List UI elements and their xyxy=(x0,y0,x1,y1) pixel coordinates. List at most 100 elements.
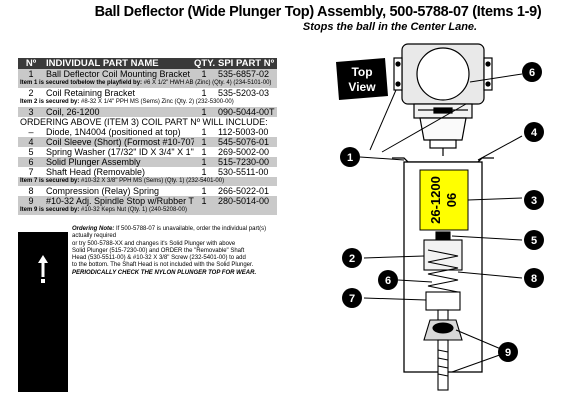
coil: 26-1200 06 xyxy=(419,169,469,231)
row-part: 530-5511-00 xyxy=(218,167,269,177)
row-part: 269-5002-00 xyxy=(218,147,270,157)
ordering-note-label: Ordering Note: xyxy=(72,226,115,232)
row-part: 266-5022-01 xyxy=(218,186,270,196)
note-text: #8-32 X 1/4" PPH MS (Sems) Zinc (Qty. 2)… xyxy=(79,99,234,105)
row-num: 1 xyxy=(28,69,34,79)
table-row: 9 #10-32 Adj. Spindle Stop w/Rubber Tip 1 2… xyxy=(18,196,277,206)
row-qty: 1 xyxy=(201,107,207,117)
callout-7 xyxy=(342,288,362,308)
row-name: Solid Plunger Assembly xyxy=(46,157,141,167)
row-num: 9 xyxy=(28,196,34,206)
row-name: Coil Sleeve (Short) (Formost #10-7077) xyxy=(46,137,194,147)
callout-8-label: 8 xyxy=(531,273,537,285)
ordering-note: Ordering Note: If 500-5788-07 is unavail… xyxy=(72,226,282,277)
header-name: INDIVIDUAL PART NAME xyxy=(46,58,159,69)
coil-label-1: 26-1200 xyxy=(428,176,443,224)
row-part: 545-5076-01 xyxy=(218,137,270,147)
row-num: 2 xyxy=(28,88,34,98)
table-header: Nº INDIVIDUAL PART NAME QTY. SPI PART Nº xyxy=(18,58,277,69)
top-view-label-1: Top xyxy=(351,65,372,79)
coil-label-2: 06 xyxy=(444,193,459,207)
callout-6-lower xyxy=(378,270,398,290)
callout-1-label: 1 xyxy=(347,152,353,164)
row-qty: 1 xyxy=(201,88,207,98)
row-part: 280-5014-00 xyxy=(218,196,270,206)
note-lead: Item 1 is secured to/below the playfield… xyxy=(20,80,143,86)
parts-table: Nº INDIVIDUAL PART NAME QTY. SPI PART Nº… xyxy=(18,58,277,215)
row-name: Compression (Relay) Spring xyxy=(46,186,160,196)
row-name: #10-32 Adj. Spindle Stop w/Rubber Tip xyxy=(46,196,194,206)
row-num: 3 xyxy=(28,107,34,117)
callout-3 xyxy=(524,190,544,210)
callout-7-label: 7 xyxy=(349,293,355,305)
callout-1 xyxy=(340,147,360,167)
header-num: Nº xyxy=(25,58,37,69)
callout-5-label: 5 xyxy=(531,235,537,247)
row-part: 515-7230-00 xyxy=(218,157,270,167)
ordering-above-line: ORDERING ABOVE (ITEM 3) COIL PART Nº WIL… xyxy=(20,117,268,127)
top-view-bracket xyxy=(393,43,493,156)
row-part: 535-6857-02 xyxy=(218,69,270,79)
callouts: 6 4 1 3 2 5 6 8 7 9 xyxy=(340,62,544,362)
row-num: 8 xyxy=(28,186,34,196)
header-part: SPI PART Nº xyxy=(218,58,275,69)
row-qty: 1 xyxy=(201,147,207,157)
page-title: Ball Deflector (Wide Plunger Top) Assemb… xyxy=(94,4,542,20)
row-qty: 1 xyxy=(201,196,207,206)
row-name: Ball Deflector Coil Mounting Bracket xyxy=(46,69,191,79)
callout-4 xyxy=(524,122,544,142)
row-name: Coil, 26-1200 xyxy=(46,107,100,117)
table-note: Item 2 is secured by: #8-32 X 1/4" PPH M… xyxy=(18,98,277,107)
note-lead: Item 2 is secured by: xyxy=(20,99,80,105)
row-num: 5 xyxy=(28,147,34,157)
row-qty: 1 xyxy=(201,137,207,147)
ordering-note-line-5: PERIODICALLY CHECK THE NYLON PLUNGER TOP… xyxy=(72,269,257,276)
callout-2 xyxy=(342,248,362,268)
row-name: Diode, 1N4004 (positioned at top) xyxy=(46,127,181,137)
plunger-assembly xyxy=(423,231,463,391)
callout-6-lower-label: 6 xyxy=(385,275,391,287)
profile-arrow-icon xyxy=(38,255,48,283)
table-note: Item 7 is secured by: #10-32 X 3/8" PPH … xyxy=(18,177,277,186)
callout-6-top-label: 6 xyxy=(529,67,535,79)
row-num: 7 xyxy=(28,167,34,177)
row-name: Coil Retaining Bracket xyxy=(46,88,136,98)
ordering-note-line-1: or try 500-5788-XX and changes it's Soli… xyxy=(72,240,236,247)
note-text: #6 X 1/2" HWH AB (Zinc) (Qty. 4) (234-51… xyxy=(142,80,272,86)
table-row: 6 Solid Plunger Assembly 1 515-7230-00 xyxy=(18,157,277,167)
callout-5 xyxy=(524,230,544,250)
row-qty: 1 xyxy=(201,186,207,196)
row-num: – xyxy=(28,127,34,137)
callout-2-label: 2 xyxy=(349,253,355,265)
row-name: Shaft Head (Removable) xyxy=(46,167,146,177)
row-qty: 1 xyxy=(201,157,207,167)
top-view-label-2: View xyxy=(348,80,376,94)
note-text: #10-32 X 3/8" PPH MS (Sems) (Qty. 1) (23… xyxy=(79,178,225,184)
callout-4-label: 4 xyxy=(531,127,538,139)
ordering-note-line-4: to the bottom. The Shaft Head is not inc… xyxy=(72,262,254,269)
callout-3-label: 3 xyxy=(531,195,537,207)
ordering-note-line-0: If 500-5788-07 is unavailable, order the… xyxy=(72,226,267,240)
ordering-note-line-2: Solid Plunger (515-7230-00) and ORDER th… xyxy=(72,247,245,254)
table-note: Item 9 is secured by: #10-32 Keps Nut (Q… xyxy=(18,206,277,215)
leader-lines xyxy=(359,73,523,373)
header-qty: QTY. xyxy=(194,58,216,69)
row-num: 6 xyxy=(28,157,34,167)
note-lead: Item 9 is secured by: xyxy=(20,207,80,213)
table-row: 8 Compression (Relay) Spring 1 266-5022-01 xyxy=(18,186,277,196)
note-text: #10-32 Keps Nut (Qty. 1) (240-5208-00) xyxy=(79,207,187,213)
row-part: 112-5003-00 xyxy=(218,127,269,137)
table-row: – Diode, 1N4004 (positioned at top) 1 112-5… xyxy=(18,127,277,137)
table-row: 1 Ball Deflector Coil Mounting Bracket 1 53… xyxy=(18,69,277,79)
ordering-note-line-3: Head (530-5511-00) & #10-32 X 3/8" Screw… xyxy=(72,255,246,262)
row-qty: 1 xyxy=(201,127,207,137)
callout-8 xyxy=(524,268,544,288)
row-qty: 1 xyxy=(201,69,207,79)
